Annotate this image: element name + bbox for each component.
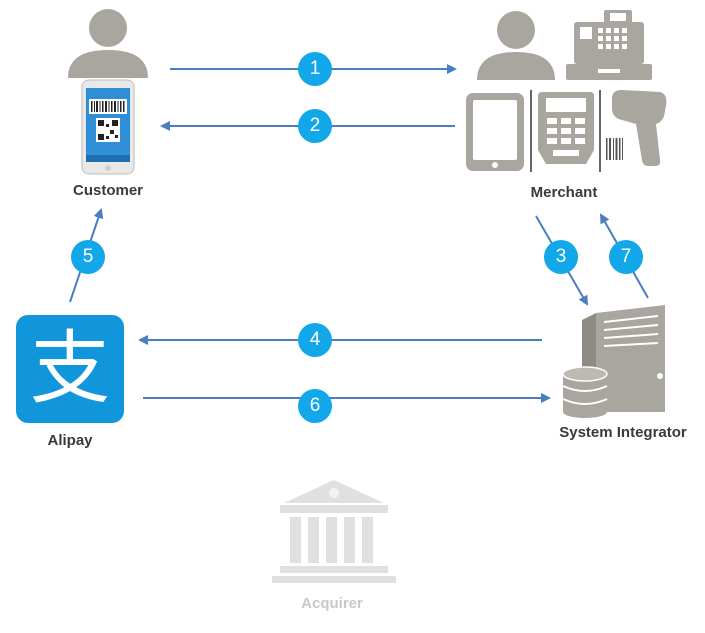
step-4-badge: 4 [298,323,332,357]
merchant-label: Merchant [530,184,598,201]
tablet-icon [466,93,524,171]
step-2-badge: 2 [298,109,332,143]
step-1-badge: 1 [298,52,332,86]
pos-terminal-icon [538,92,594,164]
cash-register-icon [566,10,652,80]
customer-person-icon [68,9,148,78]
database-icon [562,366,608,418]
acquirer-bank-icon [272,480,396,583]
smartphone-qr-icon [81,79,135,175]
step-3-badge: 3 [544,240,578,274]
alipay-logo: 支 [16,315,124,423]
alipay-logo-glyph: 支 [30,322,110,415]
merchant-person-icon [477,11,555,80]
barcode-scanner-icon [606,90,667,166]
alipay-label: Alipay [47,432,93,449]
system-integrator-label: System Integrator [559,424,687,441]
step-5-badge: 5 [71,240,105,274]
customer-label: Customer [72,182,144,199]
step-6-badge: 6 [298,389,332,423]
step-7-badge: 7 [609,240,643,274]
acquirer-label: Acquirer [301,595,363,612]
